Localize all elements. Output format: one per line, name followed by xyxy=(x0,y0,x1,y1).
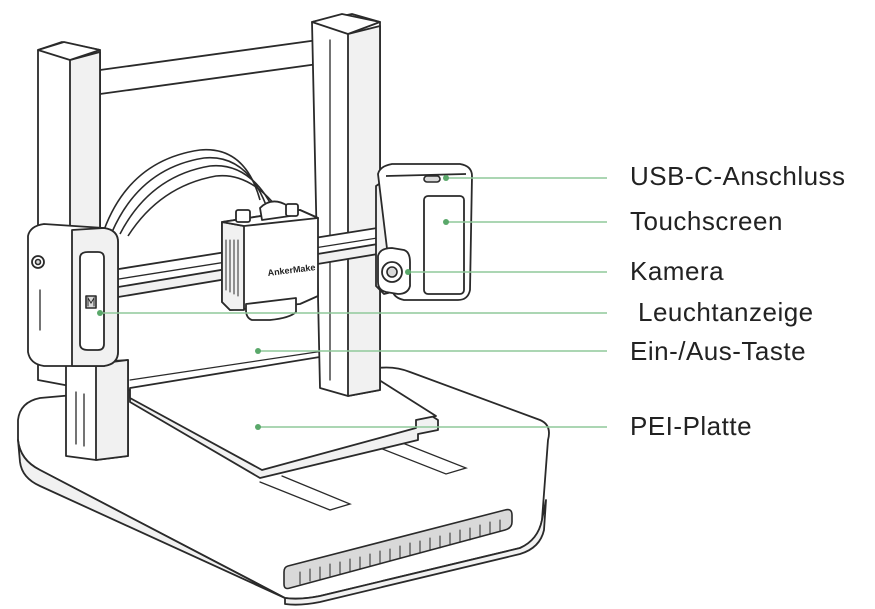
vent-grille xyxy=(283,508,513,590)
leader-touchscreen xyxy=(443,219,607,225)
leader-usb-c-port xyxy=(443,175,607,181)
leader-pei-plate xyxy=(255,424,607,430)
control-unit xyxy=(375,163,473,301)
callout-label-power-button: Ein-/Aus-Taste xyxy=(630,336,806,366)
print-head: AnkerMake xyxy=(221,200,319,321)
camera-icon xyxy=(377,247,411,295)
indicator-light-icon xyxy=(85,295,97,309)
leader-camera xyxy=(405,269,607,275)
callout-label-touchscreen: Touchscreen xyxy=(630,206,783,236)
cables xyxy=(103,148,283,237)
callout-label-indicator-light: Leuchtanzeige xyxy=(638,297,814,327)
callout-label-pei-plate: PEI-Platte xyxy=(630,411,752,441)
callout-leaders xyxy=(97,175,607,430)
callout-label-usb-c-port: USB-C-Anschluss xyxy=(630,161,846,191)
left-tower xyxy=(27,223,119,367)
callout-labels: USB-C-Anschluss Touchscreen Kamera Leuch… xyxy=(630,161,846,441)
usb-c-port-icon xyxy=(423,175,441,183)
leader-indicator-light xyxy=(97,310,607,316)
leader-power-button xyxy=(255,348,607,354)
callout-label-camera: Kamera xyxy=(630,256,724,286)
touchscreen-panel xyxy=(423,195,465,295)
